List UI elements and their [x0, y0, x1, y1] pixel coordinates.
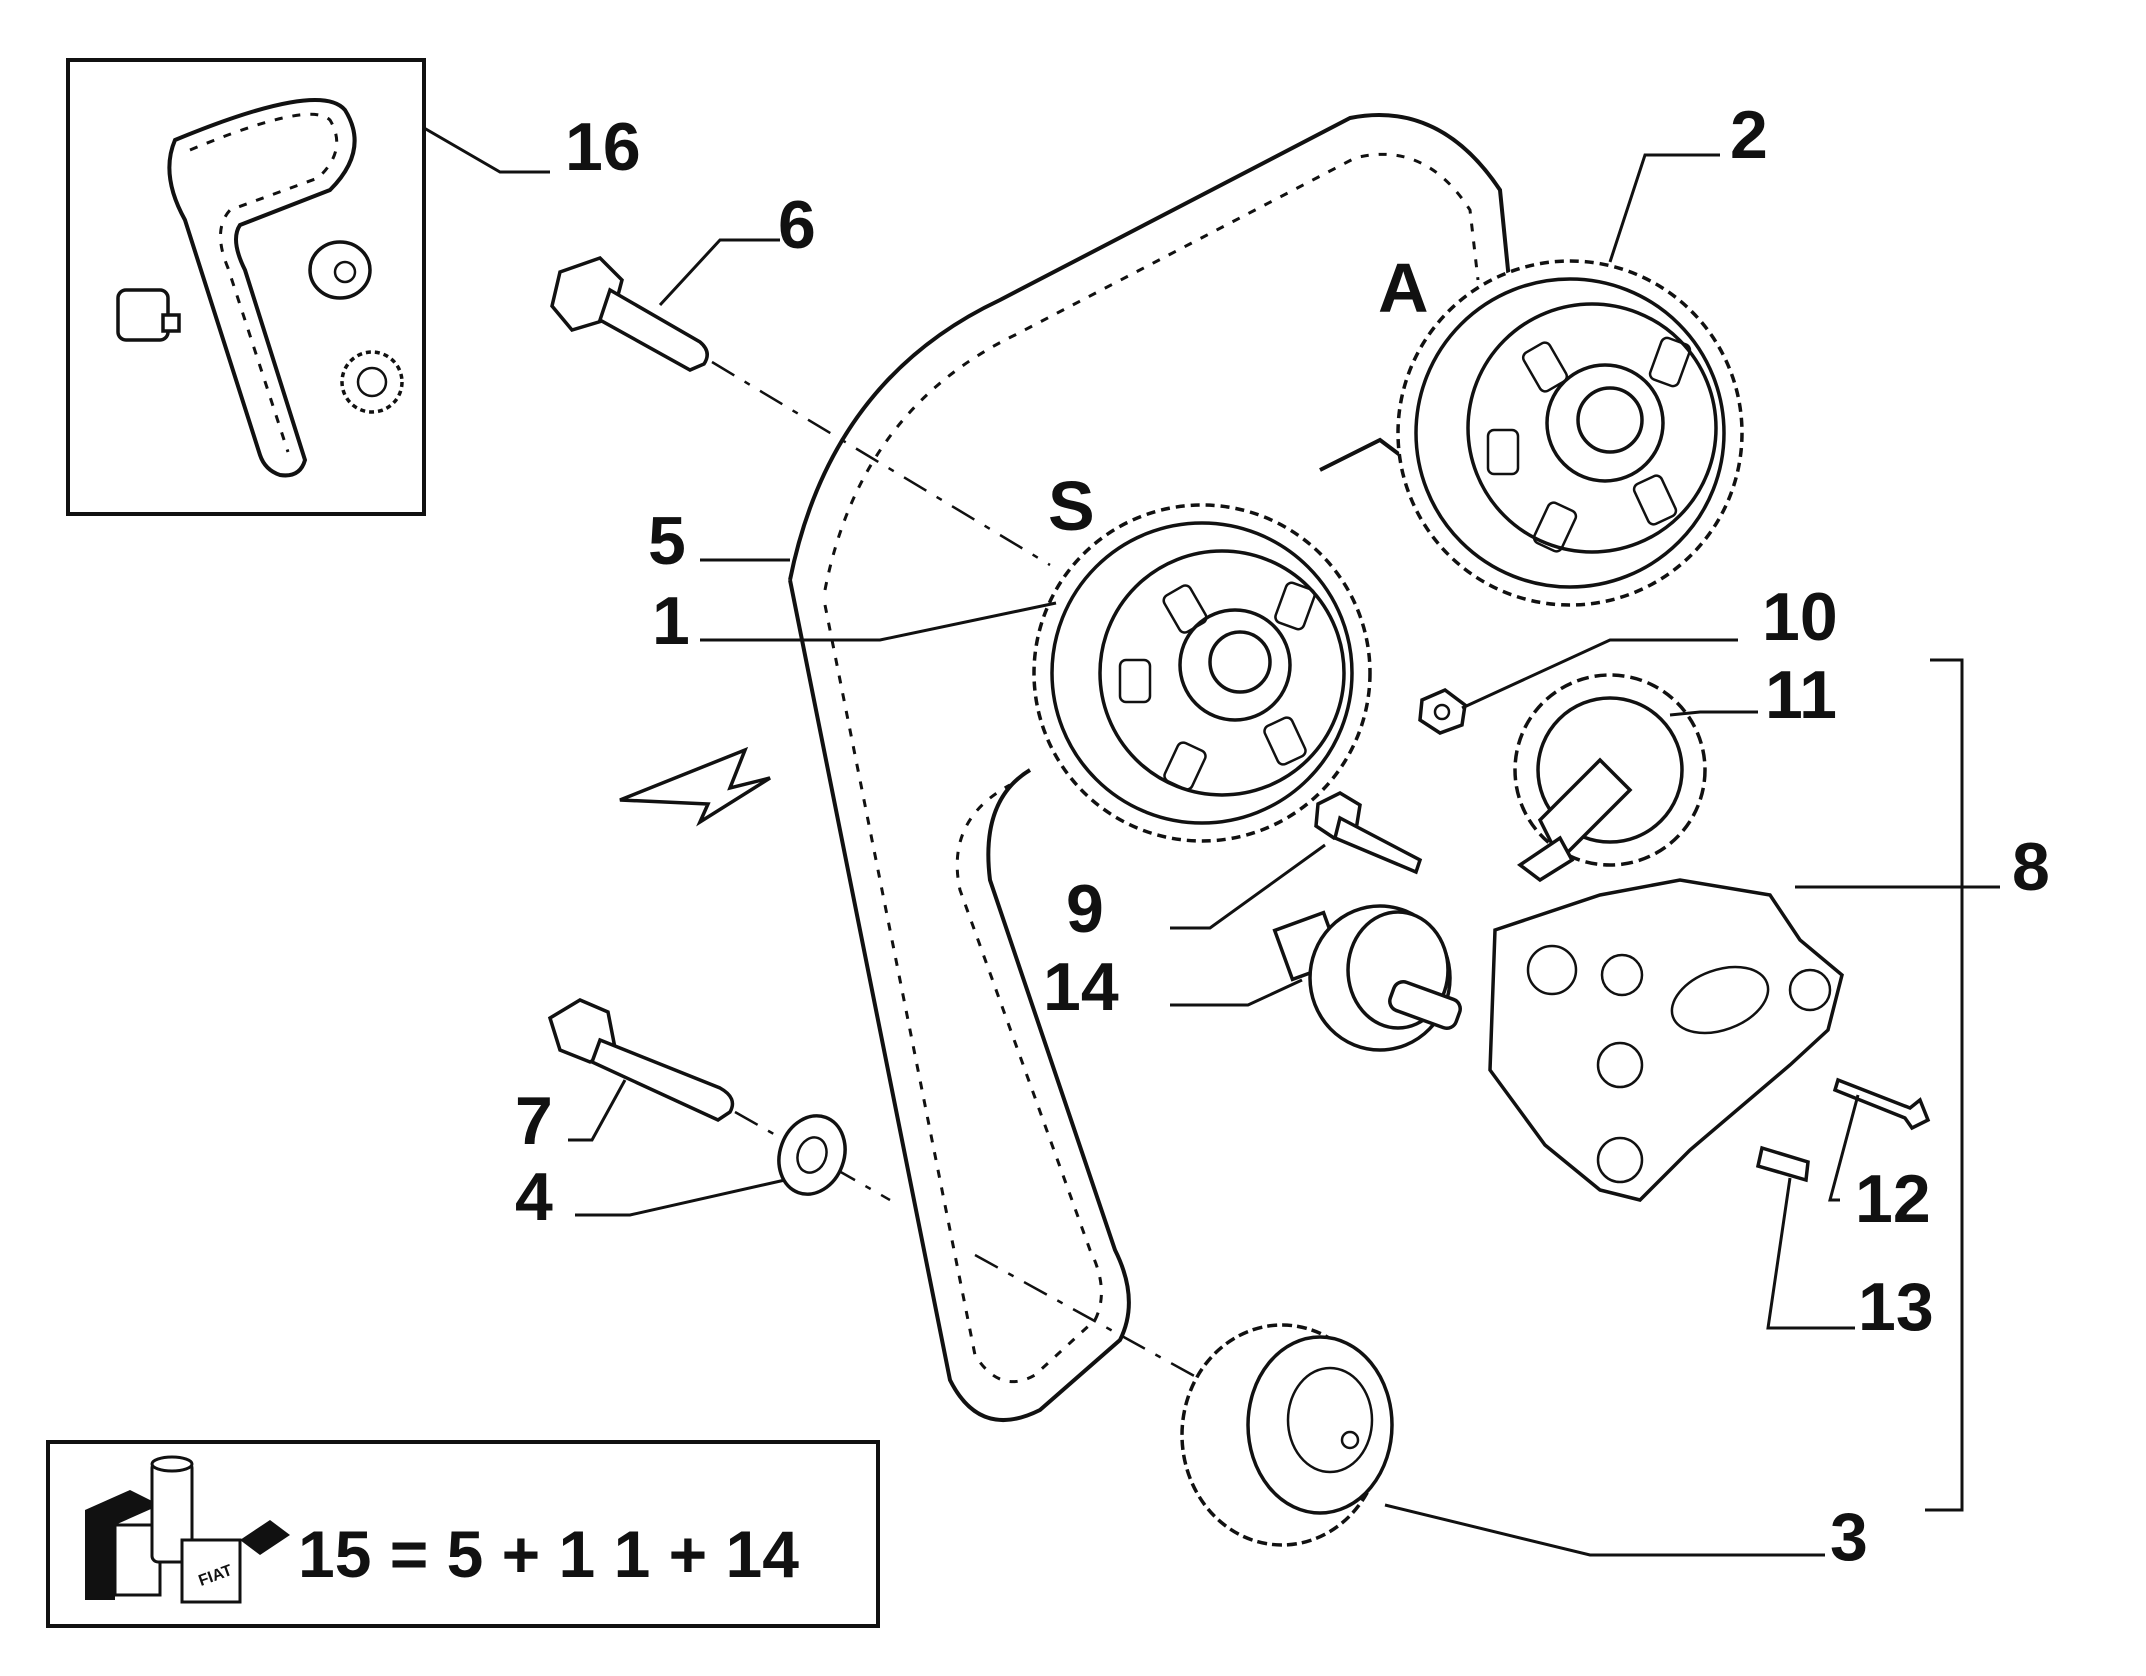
bracket-8	[1488, 878, 2000, 1202]
direction-arrow-icon	[619, 746, 771, 827]
cam-pulley-s	[1032, 503, 1372, 843]
callout-4: 4	[515, 1159, 553, 1235]
pin-12	[1828, 1077, 1931, 1202]
callout-8: 8	[2012, 829, 2050, 905]
callout-2: 2	[1730, 97, 1768, 173]
callout-5: 5	[648, 503, 686, 579]
screw-9	[1170, 791, 1423, 930]
inset-pump-icon	[308, 240, 372, 300]
callout-12: 12	[1855, 1161, 1931, 1237]
leader-1	[700, 601, 1057, 642]
idler-pulley-14	[1170, 904, 1462, 1052]
timing-belt	[788, 113, 1512, 1422]
callout-3: 3	[1830, 1499, 1868, 1575]
leader-2	[1608, 153, 1720, 263]
axis-bolt-6	[711, 360, 1051, 567]
axis-crank	[974, 1253, 1199, 1380]
group-bracket-8	[1925, 658, 1964, 1512]
kit-formula-box: FIAT 15 = 5 + 1 1 + 14	[46, 1440, 880, 1628]
bolt-7	[547, 998, 735, 1142]
inset-kit-box	[66, 58, 550, 516]
cam-pulley-a	[1396, 259, 1744, 607]
callout-7: 7	[515, 1083, 553, 1159]
label-s: S	[1048, 467, 1095, 545]
callout-13: 13	[1858, 1269, 1934, 1345]
kit-formula: 15 = 5 + 1 1 + 14	[298, 1517, 799, 1591]
callout-16: 16	[565, 109, 641, 185]
tensioner-gear-11	[1513, 673, 1758, 883]
label-a: A	[1378, 249, 1429, 327]
callout-14: 14	[1043, 949, 1119, 1025]
callout-11: 11	[1765, 657, 1837, 733]
callout-1: 1	[652, 583, 690, 659]
callout-6: 6	[778, 187, 816, 263]
washer-4	[575, 1114, 847, 1217]
dowel-13	[1755, 1145, 1855, 1330]
crank-pulley-3	[1180, 1323, 1825, 1557]
callout-9: 9	[1066, 871, 1104, 947]
nut-10	[1418, 638, 1738, 735]
inset-tensioner-icon	[116, 288, 181, 342]
bolt-6	[550, 238, 780, 372]
inset-gear-icon	[340, 350, 404, 414]
kit-package-icon: FIAT	[85, 1455, 290, 1604]
callout-10: 10	[1762, 579, 1838, 655]
